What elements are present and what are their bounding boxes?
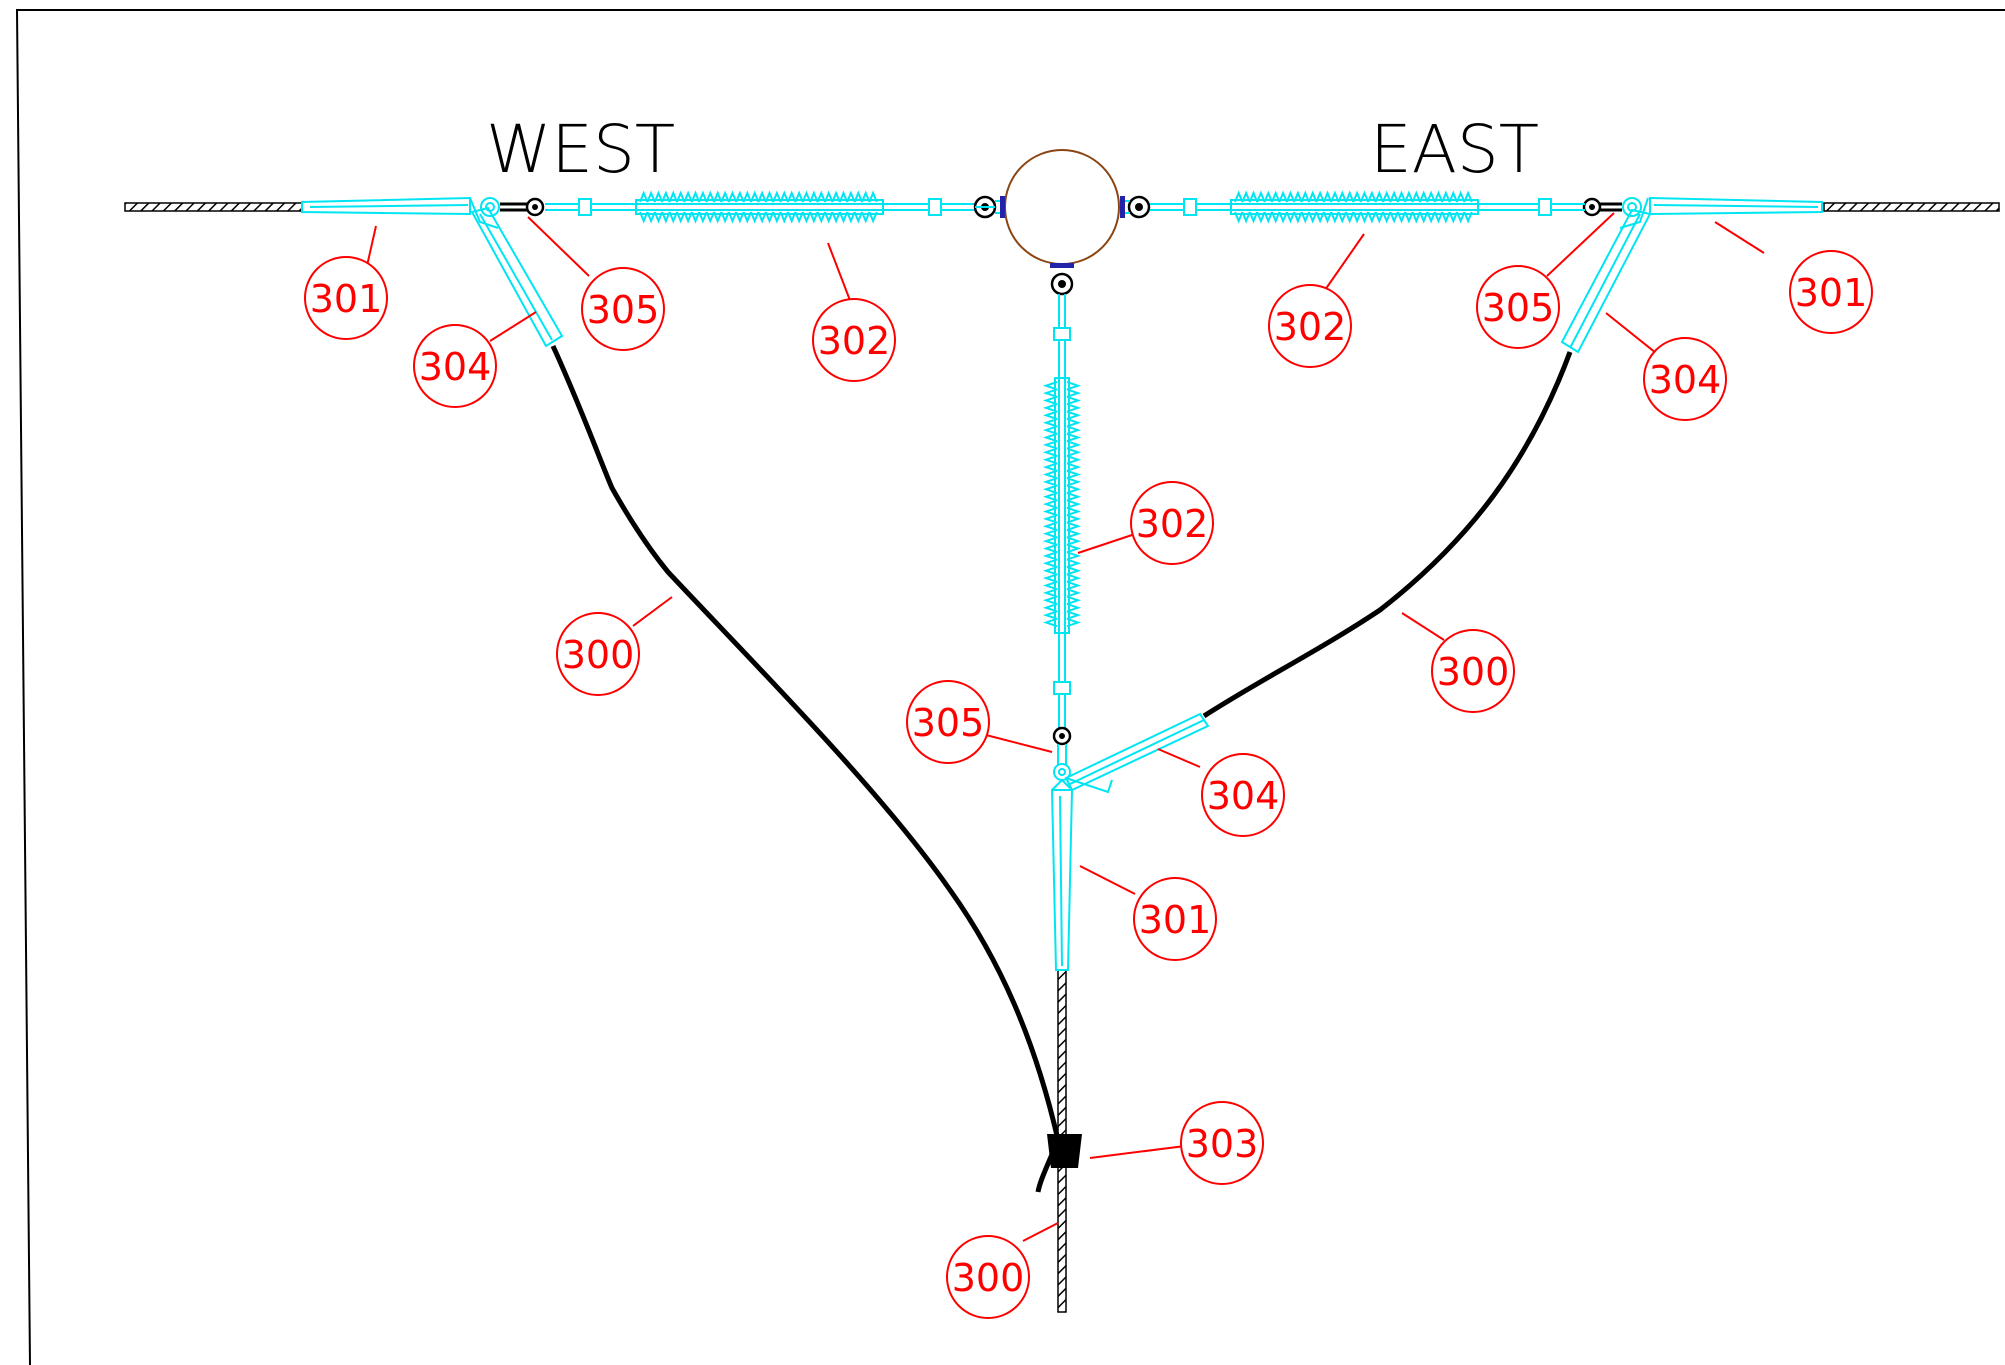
dead-end-clamp-east — [1649, 196, 1823, 216]
callout-301-west: 301 — [304, 256, 388, 340]
callout-label: 302 — [818, 319, 891, 363]
callout-label: 301 — [310, 277, 383, 321]
callout-300-east: 300 — [1431, 629, 1515, 713]
callouts: 301 304 305 302 302 305 301 304 302 300 … — [304, 250, 1873, 1319]
callout-label: 300 — [1437, 650, 1510, 694]
callout-301-east: 301 — [1789, 250, 1873, 334]
callout-label: 304 — [1207, 774, 1280, 818]
callout-label: 304 — [1649, 358, 1722, 402]
eye-bolt-east — [1125, 195, 1151, 219]
callout-300-bottom: 300 — [946, 1235, 1030, 1319]
west-label: WEST — [486, 111, 675, 188]
callout-label: 304 — [419, 345, 492, 389]
callout-305-east: 305 — [1476, 265, 1560, 349]
eye-bolt-down — [1050, 272, 1074, 296]
callout-303: 303 — [1180, 1101, 1264, 1185]
pole-clamp-west — [1000, 196, 1005, 218]
conductor-west — [550, 344, 1061, 1141]
callout-label: 301 — [1795, 271, 1868, 315]
callout-302-down: 302 — [1130, 481, 1214, 565]
messenger-wire-east — [1823, 202, 2000, 212]
callout-label: 305 — [1482, 286, 1555, 330]
pole-circle — [1004, 149, 1120, 265]
drawing-frame — [15, 9, 2005, 1365]
clevis-link-west — [480, 197, 545, 217]
conductor-east — [1202, 351, 1573, 719]
callout-302-west: 302 — [812, 298, 896, 382]
callout-label: 305 — [912, 701, 985, 745]
insulator-string-down — [1042, 294, 1082, 728]
callout-label: 302 — [1136, 502, 1209, 546]
callout-305-down: 305 — [906, 680, 990, 764]
parallel-groove-connector — [1047, 1134, 1082, 1168]
callout-304-down: 304 — [1201, 753, 1285, 837]
messenger-wire-west — [124, 202, 306, 212]
clevis-link-down — [1052, 726, 1072, 781]
dead-end-clamp-down — [1050, 778, 1074, 971]
callout-302-east: 302 — [1268, 284, 1352, 368]
insulator-string-west — [545, 190, 975, 224]
dead-end-clamp-west — [301, 196, 471, 216]
callout-label: 301 — [1139, 898, 1212, 942]
grip-sleeve-east — [1560, 197, 1652, 354]
insulator-string-east — [1150, 190, 1585, 224]
clevis-link-east — [1582, 197, 1642, 217]
callout-label: 303 — [1186, 1122, 1259, 1166]
callout-label: 300 — [562, 633, 635, 677]
grip-sleeve-down — [1064, 712, 1210, 794]
callout-label: 300 — [952, 1256, 1025, 1300]
callout-label: 302 — [1274, 305, 1347, 349]
eye-bolt-west — [973, 195, 1000, 219]
callout-305-west: 305 — [581, 267, 665, 351]
callout-label: 305 — [587, 288, 660, 332]
callout-304-east: 304 — [1643, 337, 1727, 421]
pole-clamp-down — [1050, 263, 1074, 268]
east-label: EAST — [1370, 111, 1539, 188]
callout-leaders — [363, 212, 1765, 1242]
pole-clamp-east — [1120, 196, 1125, 218]
callout-301-down: 301 — [1133, 877, 1217, 961]
callout-304-west: 304 — [413, 324, 497, 408]
grip-sleeve-west — [469, 197, 564, 348]
callout-300-west: 300 — [556, 612, 640, 696]
